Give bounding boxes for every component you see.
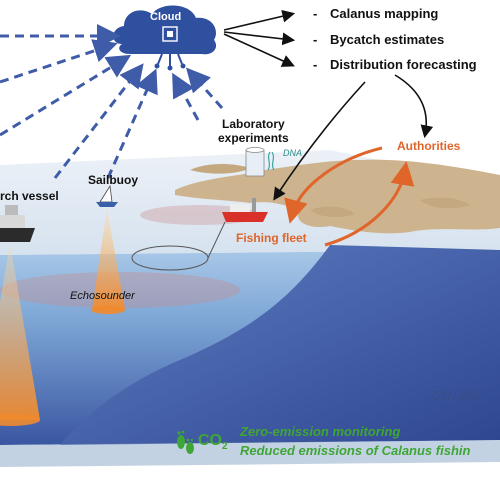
sailbuoy-icon bbox=[96, 184, 118, 207]
output-bycatch-estimates: Bycatch estimates bbox=[330, 32, 445, 47]
data-flow-arrows bbox=[0, 24, 224, 179]
cloud-icon bbox=[113, 5, 217, 71]
reduced-emissions-label: Reduced emissions of Calanus fishin bbox=[240, 443, 471, 458]
coastline-land bbox=[175, 159, 500, 234]
output-bullet: - bbox=[313, 6, 318, 21]
output-bullet: - bbox=[313, 57, 318, 72]
co2-text: CO bbox=[198, 432, 222, 449]
echosounder-label: Echosounder bbox=[70, 290, 135, 302]
dna-label: DNA bbox=[283, 148, 303, 158]
lab-label-line1: Laboratory bbox=[222, 117, 285, 131]
co2-subscript: 2 bbox=[222, 441, 228, 453]
research-vessel-icon bbox=[0, 205, 35, 242]
continental-slope bbox=[60, 245, 500, 445]
footprint-icon bbox=[177, 430, 194, 454]
cloud-label: Cloud bbox=[150, 11, 182, 23]
lab-beaker-icon bbox=[245, 147, 275, 177]
project-label: CliN-Blu bbox=[432, 388, 480, 403]
co2-label: CO2 bbox=[198, 432, 228, 452]
seabed bbox=[0, 440, 500, 467]
zero-emission-label: Zero-emission monitoring bbox=[240, 424, 401, 439]
output-distribution-forecasting: Distribution forecasting bbox=[330, 57, 477, 72]
management-arrows bbox=[284, 146, 415, 247]
research-vessel-label: rch vessel bbox=[0, 189, 59, 203]
sailbuoy-label: Sailbuoy bbox=[88, 173, 139, 187]
lab-label-line2: experiments bbox=[218, 131, 289, 145]
island bbox=[310, 206, 355, 218]
output-arrows bbox=[223, 9, 434, 201]
fishing-vessel-icon bbox=[222, 198, 268, 222]
output-calanus-mapping: Calanus mapping bbox=[330, 6, 439, 21]
output-bullet: - bbox=[313, 32, 318, 47]
echosounder-beam-sailbuoy bbox=[92, 208, 125, 310]
island bbox=[190, 164, 250, 174]
echosounder-beam-vessel bbox=[0, 243, 40, 420]
fishing-fleet-label: Fishing fleet bbox=[236, 231, 307, 245]
island bbox=[420, 197, 470, 209]
authorities-label: Authorities bbox=[397, 139, 461, 153]
